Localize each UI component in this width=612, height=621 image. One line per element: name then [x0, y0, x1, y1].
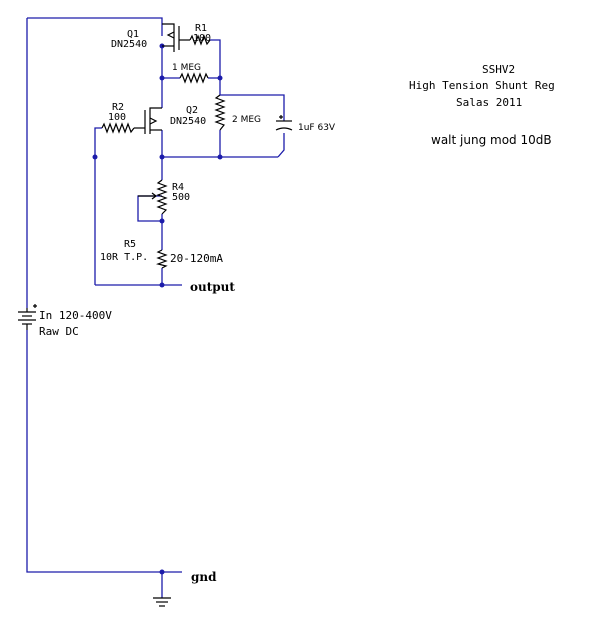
- ground-symbol: [153, 597, 171, 607]
- junction-dot: [217, 154, 223, 160]
- dc-source-symbol: [18, 304, 37, 330]
- r-1meg-value-label: 1 MEG: [172, 63, 201, 73]
- r4-potentiometer-symbol: [138, 179, 168, 215]
- r1-resistor-symbol: [189, 34, 211, 46]
- wire-r2-feed: [94, 127, 102, 285]
- r2-ref-label: R2: [112, 102, 124, 113]
- q1-ref-label: Q1: [127, 29, 139, 40]
- r5-resistor-symbol: [155, 249, 168, 269]
- junction-dot: [159, 154, 165, 160]
- junction-dot: [159, 75, 165, 81]
- junction-dot: [159, 218, 165, 224]
- q2-ref-label: Q2: [186, 105, 198, 116]
- junctions: [92, 43, 223, 575]
- r4-value-label: 500: [172, 192, 190, 203]
- q1-mosfet-symbol: [162, 23, 190, 52]
- junction-dot: [92, 154, 98, 160]
- title-subtitle: High Tension Shunt Reg: [409, 79, 555, 92]
- source-type-label: Raw DC: [39, 325, 79, 338]
- capacitor-symbol: [275, 115, 293, 131]
- output-net-label: output: [190, 280, 235, 294]
- r5-value-label: 10R T.P.: [100, 252, 148, 263]
- r-2meg-value-label: 2 MEG: [232, 115, 261, 125]
- r1-value-label: 100: [193, 33, 211, 44]
- wires: [26, 17, 285, 598]
- wire-left-rail-lower: [26, 330, 162, 573]
- title-author: Salas 2011: [456, 96, 522, 109]
- r4-ref-label: R4: [172, 182, 184, 193]
- title-note: walt jung mod 10dB: [431, 133, 552, 147]
- title-name: SSHV2: [482, 63, 515, 76]
- q1-part-label: DN2540: [111, 39, 147, 50]
- wire-top-rail: [27, 17, 163, 36]
- r-2meg-resistor-symbol: [214, 94, 226, 131]
- r2-resistor-symbol: [101, 122, 135, 134]
- wire-r1-right: [210, 39, 221, 95]
- junction-dot: [159, 282, 165, 288]
- source-voltage-label: In 120-400V: [39, 309, 112, 322]
- wire-gnd-stub: [161, 571, 182, 598]
- junction-dot: [159, 569, 165, 575]
- cap-value-label: 1uF 63V: [298, 123, 336, 133]
- r5-current-label: 20-120mA: [170, 252, 223, 265]
- q2-mosfet-symbol: [134, 107, 162, 134]
- r5-ref-label: R5: [124, 239, 136, 250]
- gnd-net-label: gnd: [191, 570, 217, 584]
- wire-cap-bottom: [277, 133, 285, 158]
- q2-part-label: DN2540: [170, 116, 206, 127]
- wire-cap-top: [220, 94, 285, 121]
- junction-dot: [217, 75, 223, 81]
- r1-ref-label: R1: [195, 23, 207, 34]
- r2-value-label: 100: [108, 112, 126, 123]
- wire-r4-loop: [137, 195, 162, 222]
- r-1meg-resistor-symbol: [179, 72, 209, 84]
